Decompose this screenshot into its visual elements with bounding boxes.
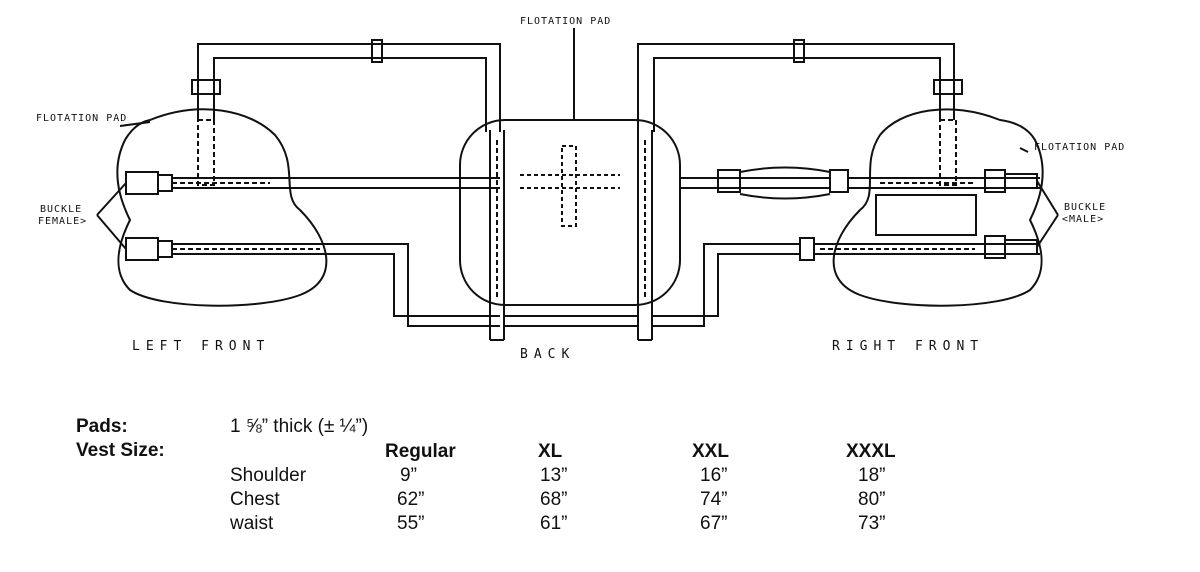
cell: 62” <box>397 489 425 510</box>
pads-value: 1 ⅝” thick (± ¼”) <box>230 416 369 437</box>
cell: 68” <box>540 489 568 510</box>
label-buckle-female-line2: FEMALE> <box>38 216 87 227</box>
row-label: Chest <box>230 489 280 510</box>
label-flotation-pad-left: FLOTATION PAD <box>36 113 127 124</box>
right-shoulder-strap <box>637 43 955 132</box>
vest-size-label: Vest Size: <box>76 440 165 461</box>
cell: 9” <box>400 465 417 486</box>
cell: 67” <box>700 513 728 534</box>
vest-diagram: FLOTATION PAD FLOTATION PAD FLOTATION PA… <box>36 16 1125 362</box>
col-header: XXL <box>692 441 729 462</box>
label-buckle-male-line1: BUCKLE <box>1064 202 1106 213</box>
label-right-front: RIGHT FRONT <box>832 339 984 354</box>
label-flotation-pad-top: FLOTATION PAD <box>520 16 611 27</box>
right-front-pad <box>832 108 1044 307</box>
pads-label: Pads: <box>76 416 128 437</box>
cell: 16” <box>700 465 728 486</box>
back-pad <box>459 119 681 306</box>
cell: 80” <box>858 489 886 510</box>
cell: 13” <box>540 465 568 486</box>
row-label: Shoulder <box>230 465 307 486</box>
col-header: XL <box>538 441 563 462</box>
row-label: waist <box>230 513 274 534</box>
cell: 74” <box>700 489 728 510</box>
cell: 61” <box>540 513 568 534</box>
label-buckle-male-line2: <MALE> <box>1062 214 1104 225</box>
cell: 73” <box>858 513 886 534</box>
label-buckle-female-line1: BUCKLE <box>40 204 82 215</box>
col-header: Regular <box>385 441 456 462</box>
label-flotation-pad-right: FLOTATION PAD <box>1034 142 1125 153</box>
left-shoulder-strap <box>197 43 501 132</box>
label-back: BACK <box>520 347 575 362</box>
cell: 18” <box>858 465 886 486</box>
label-left-front: LEFT FRONT <box>132 339 270 354</box>
left-front-pad <box>116 108 328 307</box>
col-header: XXXL <box>846 441 896 462</box>
cell: 55” <box>397 513 425 534</box>
